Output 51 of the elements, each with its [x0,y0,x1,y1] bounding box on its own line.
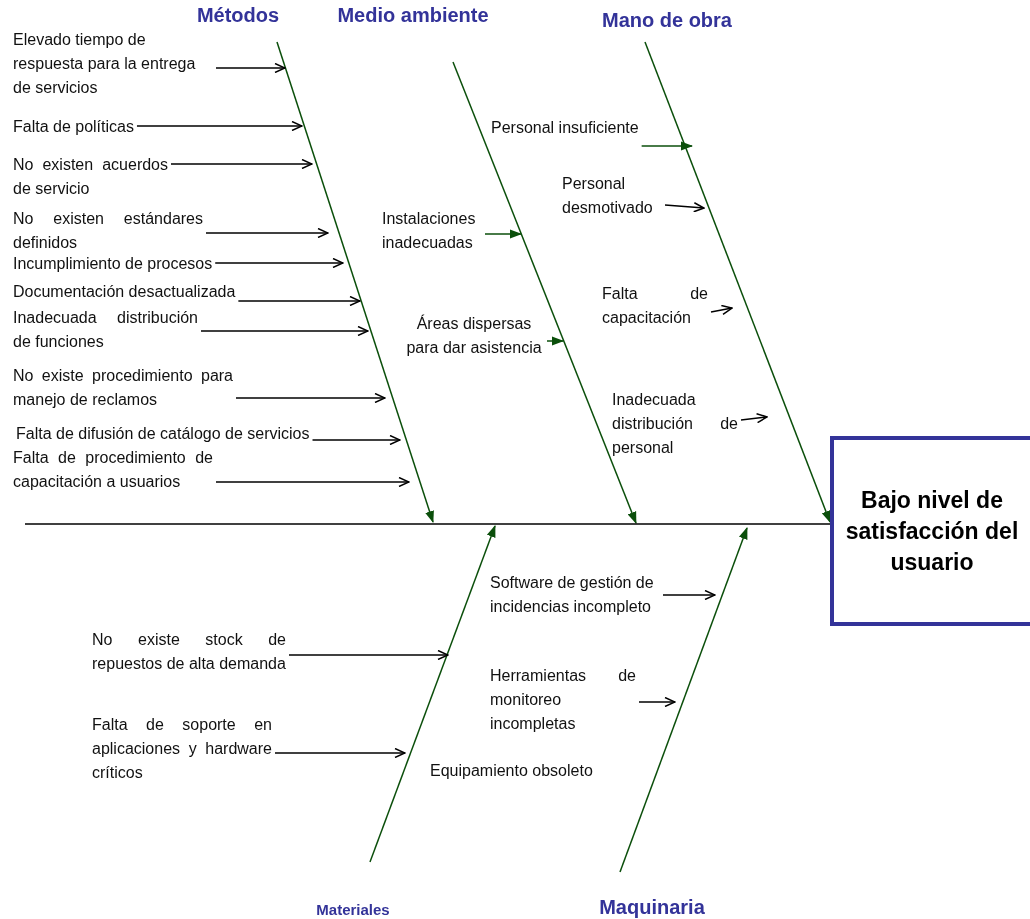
arrow [235,392,386,404]
arrow [484,229,522,239]
arrow [664,202,705,213]
arrow [214,257,344,269]
cause-text: Equipamiento obsoleto [430,761,593,781]
arrow [205,227,329,239]
arrow [662,589,716,601]
arrow [740,412,768,424]
arrow [215,62,286,74]
cause-text: Falta de políticas [13,115,134,139]
cause-text: Software de gestión de incidencias incompleto [490,571,660,619]
arrow [170,158,313,170]
bone-arrow [276,41,434,523]
arrow [640,141,693,151]
cause-text: Incumplimiento de procesos [13,252,213,276]
arrow [215,476,410,488]
cause-text: Falta de capacitación [602,282,708,330]
category-label: Materiales [310,862,396,918]
arrow [136,120,303,132]
arrow [200,325,369,337]
cause-text: Áreas dispersas para dar asistencia [404,312,544,360]
effect-box: Bajo nivel de satisfacción del usuario [830,436,1030,626]
cause-text: Falta de difusión de catálogo de servicios [16,422,310,446]
arrow [311,434,401,446]
cause-text: No existe stock de repuestos de alta demanda [92,628,286,676]
bone-arrow [644,41,831,523]
cause-text: Personal desmotivado [562,172,662,220]
arrow [288,649,449,661]
cause-text: No existen acuerdos de servicio [13,153,168,201]
arrow [237,295,361,307]
cause-text: Falta de procedimiento de capacitación a usuarios [13,446,213,494]
cause-text: Falta de soporte en aplicaciones y hardware críticos [92,713,272,785]
category-label: Maquinaria [590,872,714,918]
cause-text: No existe procedimiento para manejo de reclamos [13,364,233,412]
cause-text: Inadecuada distribución de funciones [13,306,198,354]
cause-text: Instalaciones inadecuadas [382,207,482,255]
bone-arrow [452,61,637,524]
category-label: Mano de obra [594,9,740,42]
arrow [638,696,676,708]
arrow [710,304,733,316]
cause-text: No existen estándares definidos [13,207,203,255]
spine-line [24,523,831,525]
category-label: Medio ambiente [338,4,488,62]
arrow [546,336,564,346]
arrow [274,747,406,759]
bone-arrow [619,527,748,873]
cause-text: Inadecuada distribución de personal [612,388,738,460]
cause-text: Personal insuficiente [491,116,639,140]
cause-text: Herramientas de monitoreo incompletas [490,664,636,736]
cause-text: Documentación desactualizada [13,280,236,304]
bone-arrow [369,525,496,863]
